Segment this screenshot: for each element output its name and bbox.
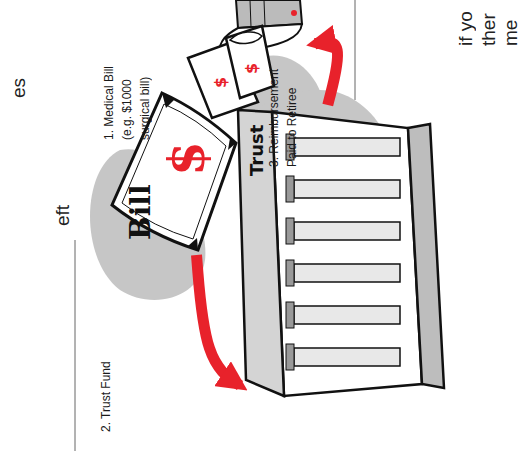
- text-fragment: es: [8, 78, 30, 118]
- clipart-node: 3. Reimbursement Paid to Retiree$$: [185, 0, 315, 175]
- dollar-sign: $: [212, 66, 230, 88]
- text-fragment: eft: [52, 205, 74, 245]
- clipart-node: 1. Medical Bill (e.g. $1000 surgical bil…: [95, 20, 240, 255]
- caption-label: 3. Reimbursement Paid to Retiree: [265, 55, 301, 167]
- caption-label: 2. Trust Fund: [97, 350, 115, 432]
- text-fragment: me: [500, 0, 521, 46]
- dollar-sign: $: [160, 128, 214, 176]
- trust-word: Trust: [246, 112, 268, 176]
- dollar-sign: $: [243, 52, 261, 74]
- flow-arrow: [315, 42, 338, 105]
- caption-label: 1. Medical Bill (e.g. $1000 surgical bil…: [100, 40, 154, 140]
- text-fragment: ther: [478, 0, 500, 46]
- panel-rule: [75, 240, 76, 451]
- hand-with-money: [188, 0, 302, 118]
- bill-word: Bill: [125, 180, 157, 240]
- panel-rule: [355, 0, 356, 100]
- flow-arrow: [197, 255, 241, 386]
- text-fragment: if yo: [455, 0, 477, 46]
